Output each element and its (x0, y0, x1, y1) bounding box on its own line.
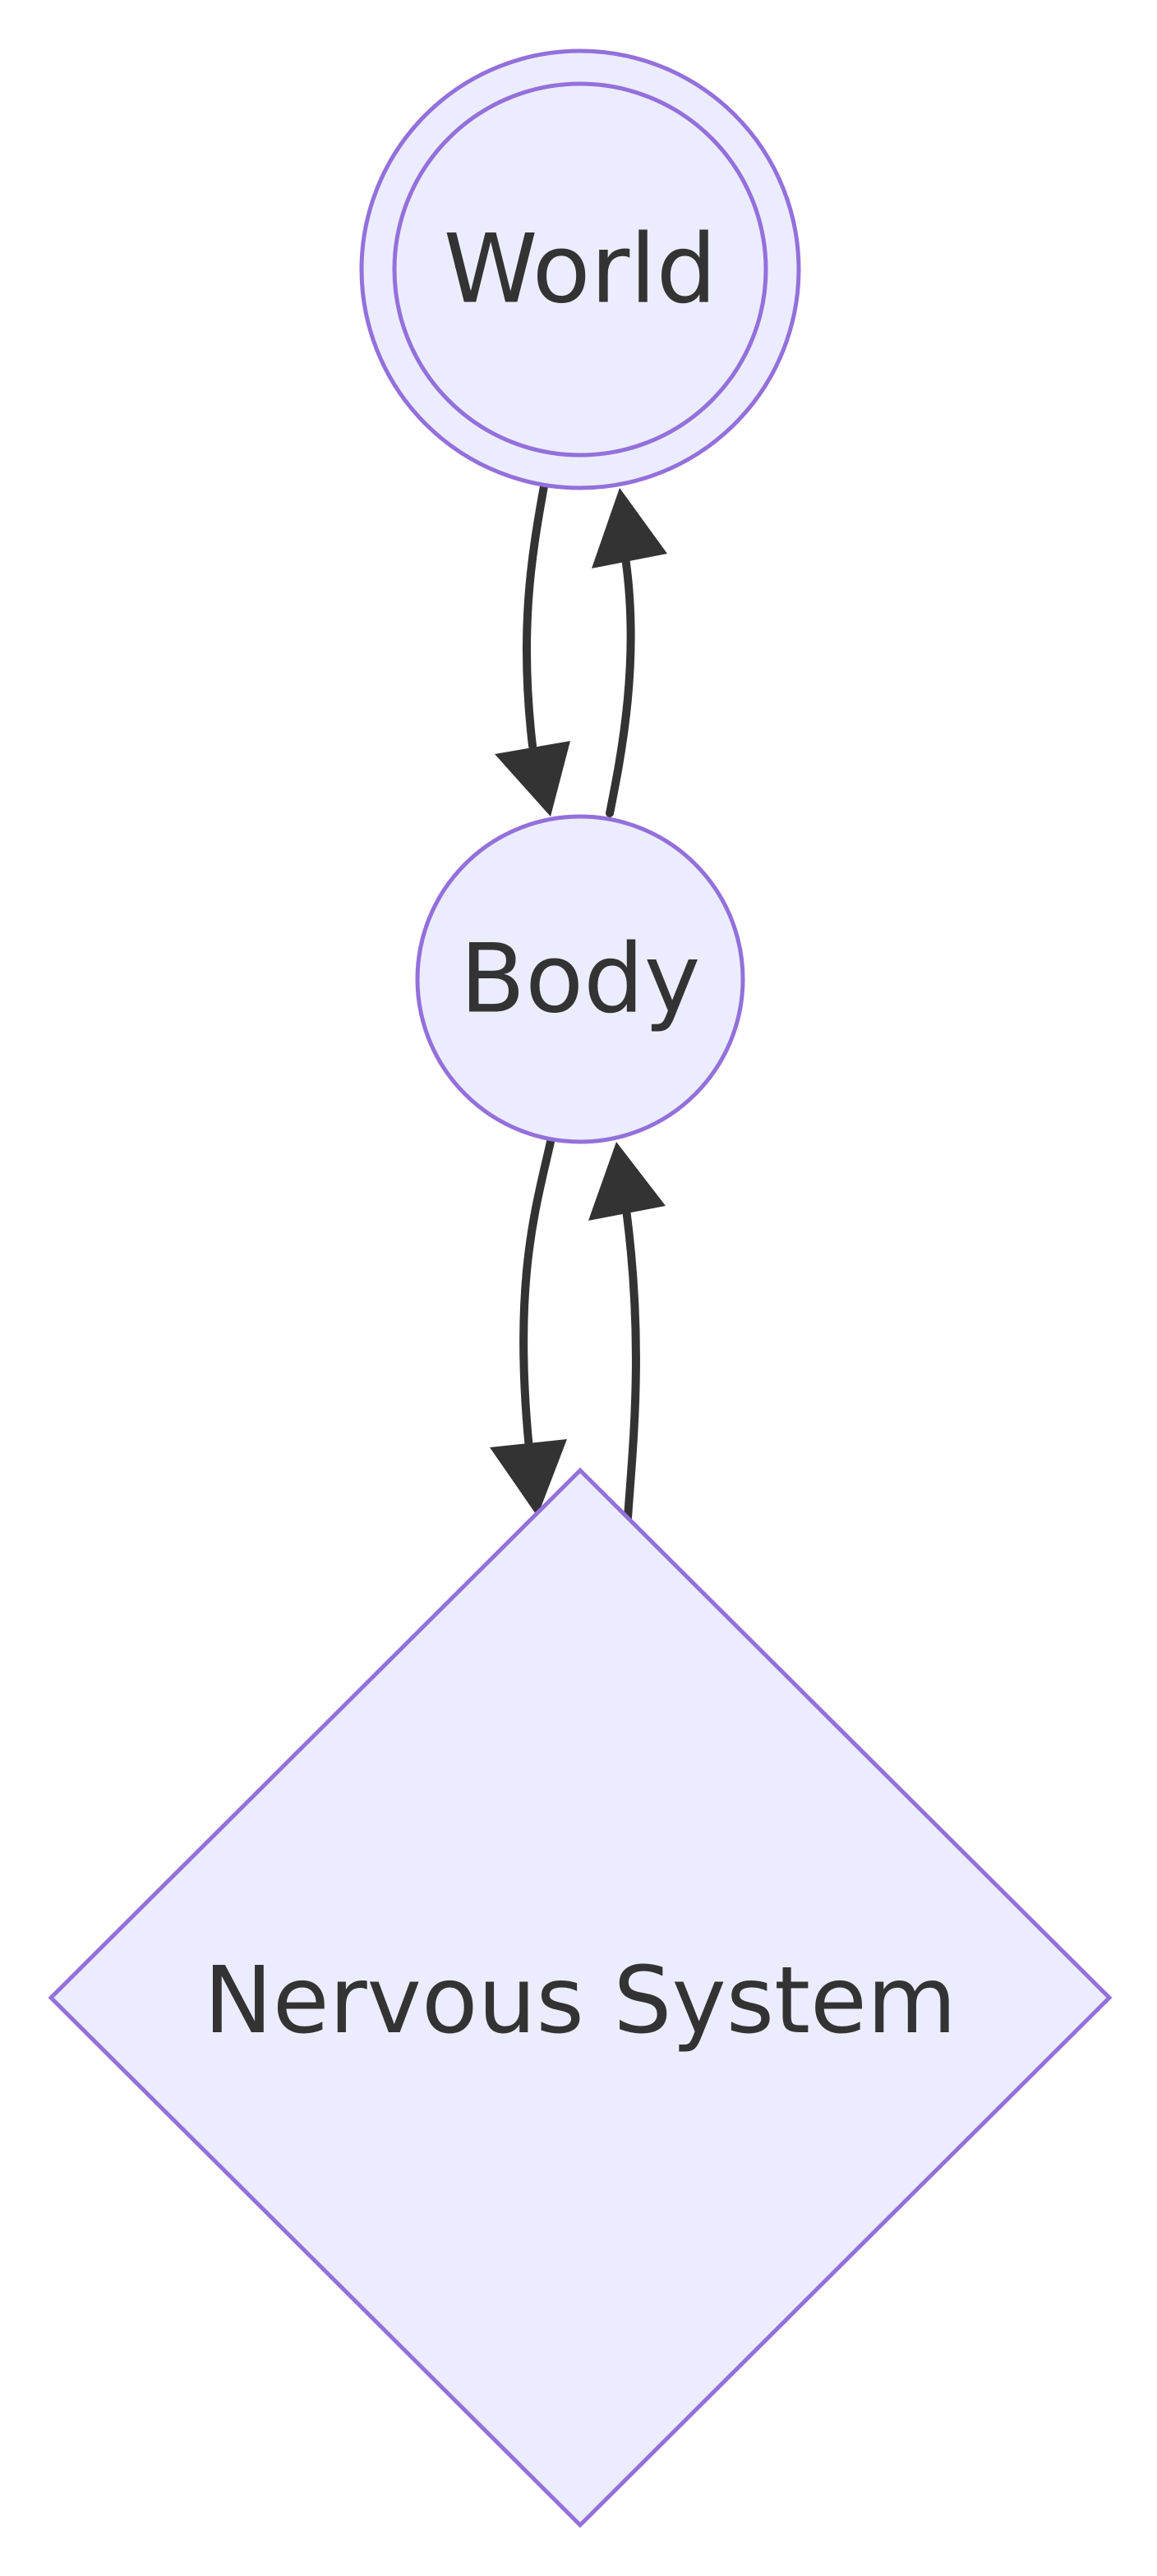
arrowheads (490, 488, 667, 1516)
edge-world-to-body (522, 482, 548, 750)
arrowhead-body-to-world (592, 488, 667, 568)
arrowhead-world-to-body (495, 741, 570, 816)
edge-body-to-world (606, 548, 635, 817)
node-nervous-system-label: Nervous System (204, 1948, 956, 2054)
edges (519, 482, 640, 1522)
node-nervous-system-diamond (48, 1467, 1113, 2528)
arrowhead-body-to-nervous (490, 1439, 567, 1516)
node-world: World (359, 48, 801, 490)
arrowhead-nervous-to-body (588, 1142, 666, 1221)
node-body: Body (415, 814, 745, 1144)
node-world-inner-ring (392, 81, 768, 458)
node-body-label: Body (460, 924, 701, 1035)
node-world-label: World (444, 214, 717, 325)
edge-nervous-to-body (622, 1205, 640, 1522)
node-nervous-system: Nervous System (48, 1467, 1113, 2528)
edge-body-to-nervous (519, 1138, 555, 1453)
node-body-circle (415, 814, 745, 1144)
